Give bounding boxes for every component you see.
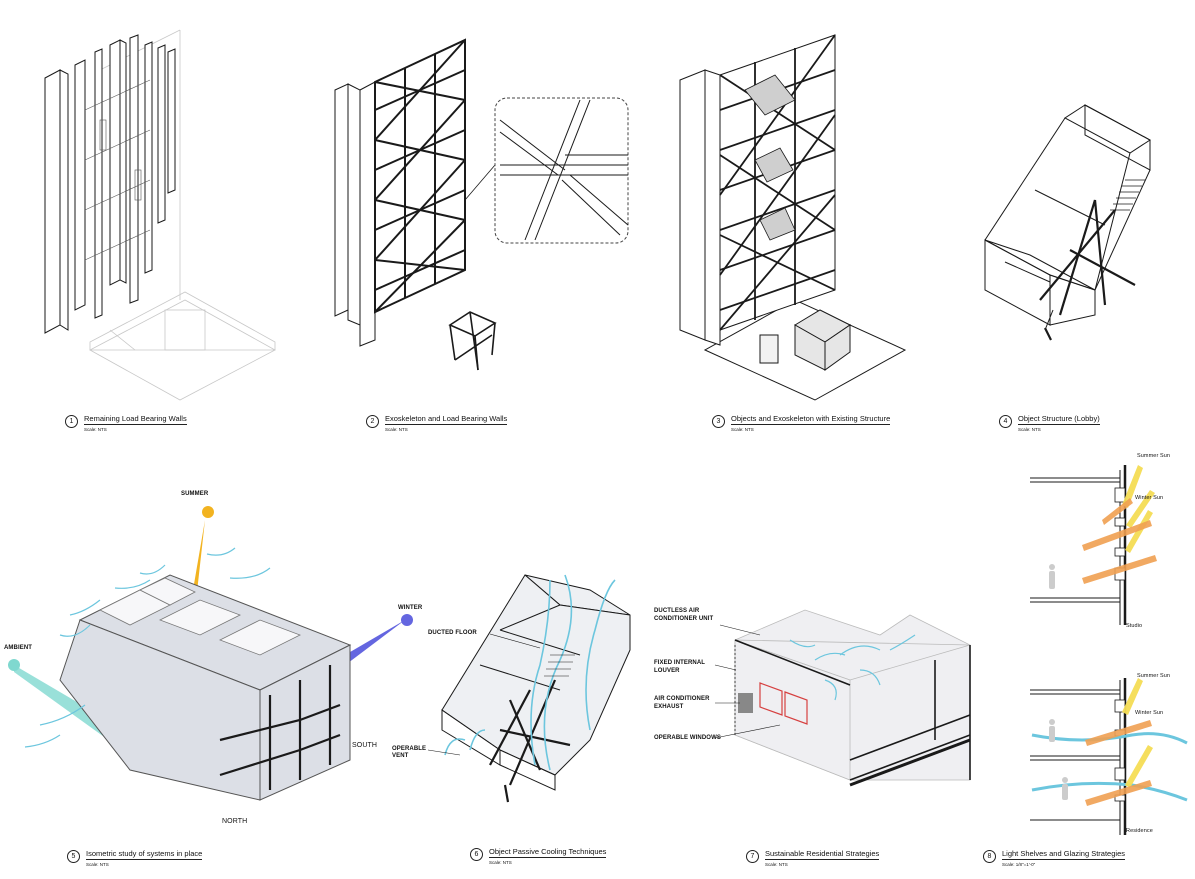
air-flow-lines <box>24 547 271 748</box>
caption-number: 3 <box>712 415 725 428</box>
label-south: SOUTH <box>352 742 377 749</box>
label-operable-windows: OPERABLE WINDOWS <box>654 735 721 741</box>
caption-6: 6 Object Passive Cooling Techniques Scal… <box>470 847 607 865</box>
drawing-6-svg <box>427 574 631 803</box>
caption-title: Isometric study of systems in place <box>86 849 203 860</box>
drawing-3-objects-exoskeleton <box>675 30 910 401</box>
label-north: NORTH <box>222 818 248 825</box>
drawing-5-svg <box>8 506 413 801</box>
caption-2: 2 Exoskeleton and Load Bearing Walls Sca… <box>366 414 508 432</box>
label-fixed-louver: FIXED INTERNAL LOUVER <box>654 660 706 674</box>
summer-sun-icon <box>202 506 214 518</box>
caption-scale: Scale: NTS <box>84 427 107 432</box>
caption-number: 7 <box>746 850 759 863</box>
cooling-air-flow <box>444 574 616 771</box>
label-studio: Studio <box>1126 623 1143 629</box>
caption-scale: Scale: NTS <box>489 860 512 865</box>
drawing-4-svg <box>984 104 1151 341</box>
label-winter: WINTER <box>398 605 423 611</box>
drawing-5-systems-isometric: SUMMER WINTER AMBIENT SOUTH NORTH <box>0 480 430 830</box>
drawing-2-exoskeleton <box>330 38 640 371</box>
caption-8: 8 Light Shelves and Glazing Strategies S… <box>983 849 1125 867</box>
drawing-7-svg <box>714 609 971 787</box>
label-summer: SUMMER <box>181 491 209 497</box>
ac-air-flow <box>789 634 916 701</box>
summer-sun-ray <box>193 520 205 592</box>
caption-number: 8 <box>983 850 996 863</box>
operable-window-frames <box>759 682 808 725</box>
summer-sun-beams-residence <box>1122 678 1153 788</box>
caption-5: 5 Isometric study of systems in place Sc… <box>67 849 203 867</box>
caption-scale: Scale: NTS <box>765 862 788 867</box>
caption-1: 1 Remaining Load Bearing Walls Scale: NT… <box>65 414 187 432</box>
winter-sun-ray <box>345 620 405 663</box>
label-summer-sun-residence: Summer Sun <box>1137 673 1171 679</box>
winter-sun-beams-residence <box>1085 720 1152 806</box>
label-summer-sun-studio: Summer Sun <box>1137 453 1171 459</box>
detail-callout <box>494 97 629 244</box>
label-winter-sun-studio: Winter Sun <box>1135 495 1164 501</box>
drawing-6-passive-cooling: DUCTED FLOOR OPERABLE VENT <box>390 570 640 810</box>
caption-scale: Scale: NTS <box>86 862 109 867</box>
caption-number: 5 <box>67 850 80 863</box>
caption-7: 7 Sustainable Residential Strategies Sca… <box>746 849 880 867</box>
caption-title: Object Structure (Lobby) <box>1018 414 1100 425</box>
drawing-3-svg <box>679 34 907 401</box>
caption-scale: Scale: NTS <box>1018 427 1041 432</box>
caption-4: 4 Object Structure (Lobby) Scale: NTS <box>999 414 1100 432</box>
caption-scale: Scale: NTS <box>731 427 754 432</box>
winter-sun-icon <box>401 614 413 626</box>
label-residence: Residence <box>1126 828 1153 834</box>
caption-number: 2 <box>366 415 379 428</box>
caption-title: Light Shelves and Glazing Strategies <box>1002 849 1125 860</box>
caption-number: 6 <box>470 848 483 861</box>
caption-title: Exoskeleton and Load Bearing Walls <box>385 414 508 425</box>
label-operable-vent: OPERABLE VENT <box>392 746 427 759</box>
caption-title: Objects and Exoskeleton with Existing St… <box>731 414 891 425</box>
drawing-8-svg <box>1030 465 1188 835</box>
summer-sun-beams-studio <box>1122 465 1155 553</box>
drawing-1-svg <box>44 29 276 401</box>
label-winter-sun-residence: Winter Sun <box>1135 710 1164 716</box>
drawing-8-light-shelves: Summer Sun Winter Sun Studio Summer Sun … <box>1030 450 1190 845</box>
caption-scale: Scale: 1/8"=1'-0" <box>1002 862 1036 867</box>
drawing-1-load-bearing-walls <box>40 29 280 401</box>
small-object-frame <box>448 311 497 371</box>
person-silhouette <box>1049 564 1055 589</box>
label-ducted-floor: DUCTED FLOOR <box>428 630 477 636</box>
caption-title: Sustainable Residential Strategies <box>765 849 880 860</box>
label-ac-exhaust: AIR CONDITIONER EXHAUST <box>654 696 710 710</box>
caption-scale: Scale: NTS <box>385 427 408 432</box>
drawing-7-residential-strategies: DUCTLESS AIR CONDITIONER UNIT FIXED INTE… <box>650 595 980 815</box>
caption-title: Remaining Load Bearing Walls <box>84 414 187 425</box>
label-ambient: AMBIENT <box>4 645 33 651</box>
label-ductless-ac: DUCTLESS AIR CONDITIONER UNIT <box>654 608 714 622</box>
ac-exhaust-grille <box>738 693 753 713</box>
caption-3: 3 Objects and Exoskeleton with Existing … <box>712 414 891 432</box>
caption-number: 4 <box>999 415 1012 428</box>
caption-title: Object Passive Cooling Techniques <box>489 847 607 858</box>
caption-number: 1 <box>65 415 78 428</box>
drawing-4-object-structure <box>984 100 1185 345</box>
lobby-object <box>794 309 851 371</box>
cross-ventilation-flow <box>1031 732 1188 802</box>
winter-sun-beams-studio <box>1082 498 1157 584</box>
drawing-2-svg <box>334 38 629 371</box>
